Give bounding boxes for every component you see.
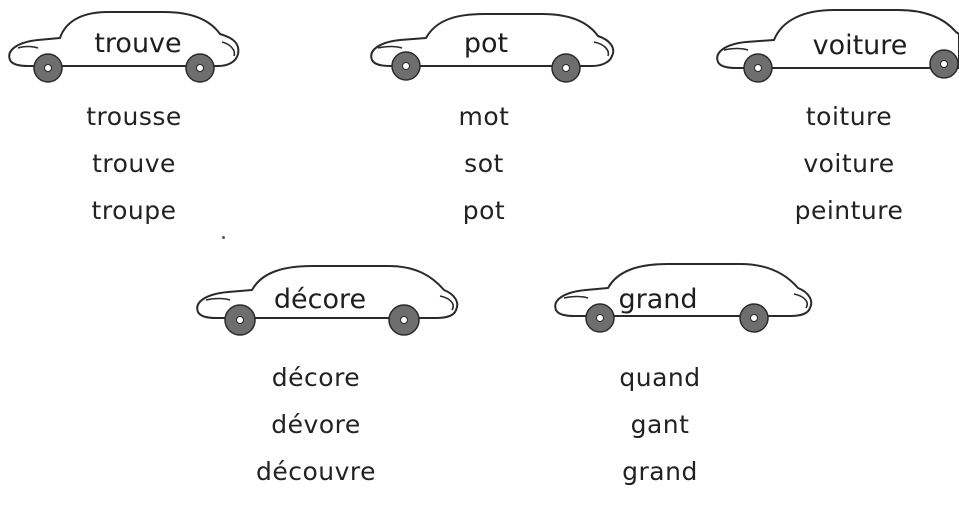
choice-pot-3[interactable]: pot [462, 196, 506, 225]
choices-trouve: trousse trouve troupe [86, 104, 182, 245]
choice-grand-2[interactable]: gant [630, 410, 690, 439]
choice-trouve-1[interactable]: trousse [86, 102, 182, 131]
choice-pot-2[interactable]: sot [464, 149, 504, 178]
choice-decore-3[interactable]: découvre [255, 457, 377, 486]
choices-voiture: toiture voiture peinture [795, 104, 904, 245]
stray-dot [222, 236, 225, 239]
choices-pot: mot sot pot [459, 104, 510, 245]
car-pot: pot [366, 10, 618, 84]
choice-decore-2[interactable]: dévore [271, 410, 361, 439]
car-grand-drawing [554, 263, 813, 333]
car-word-grand: grand [618, 284, 698, 315]
choices-grand: quand gant grand [619, 365, 700, 506]
car-word-decore: décore [273, 284, 367, 315]
car-decore-drawing [196, 265, 459, 336]
car-voiture-drawing [716, 9, 959, 83]
car-word-pot: pot [463, 28, 509, 59]
car-trouve: trouve [4, 8, 244, 84]
choices-decore: décore dévore découvre [256, 365, 376, 506]
car-word-trouve: trouve [94, 28, 182, 59]
car-voiture: voiture [712, 6, 959, 86]
choice-grand-3[interactable]: grand [622, 457, 698, 486]
choice-voiture-1[interactable]: toiture [805, 102, 893, 131]
choice-voiture-3[interactable]: peinture [794, 196, 904, 225]
choice-pot-1[interactable]: mot [458, 102, 510, 131]
car-decore: décore [192, 262, 462, 338]
car-word-voiture: voiture [812, 30, 908, 61]
choice-grand-1[interactable]: quand [619, 363, 701, 392]
choice-trouve-3[interactable]: troupe [91, 196, 177, 225]
choice-trouve-2[interactable]: trouve [92, 149, 176, 178]
car-grand: grand [550, 260, 816, 336]
choice-voiture-2[interactable]: voiture [803, 149, 895, 178]
car-trouve-drawing [8, 11, 240, 83]
car-pot-drawing [370, 13, 615, 83]
choice-decore-1[interactable]: décore [271, 363, 361, 392]
